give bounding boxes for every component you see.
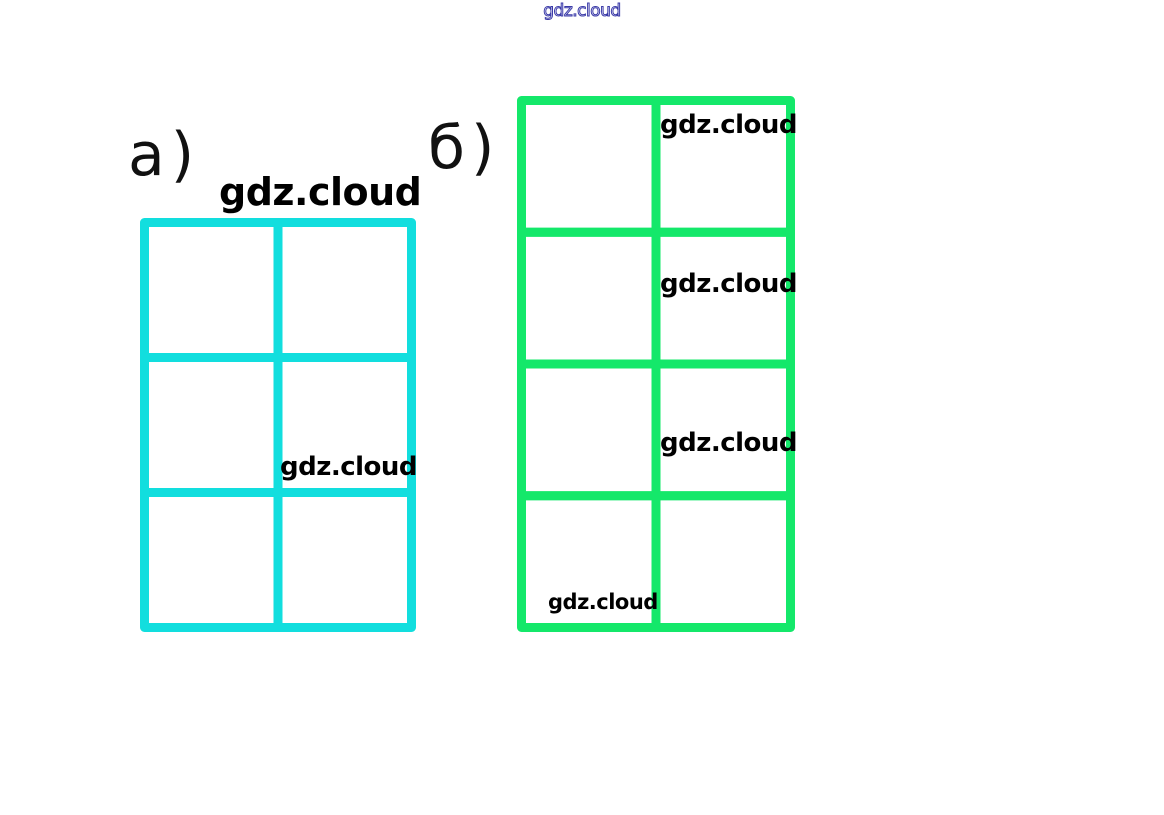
figure-a-cell-r3-c2 (273, 488, 416, 632)
figure-a-cell-r3-c1 (140, 488, 283, 632)
figure-b-cell-r1-c1 (517, 96, 661, 237)
watermark-b-1: gdz.cloud (660, 110, 798, 140)
watermark-b-4: gdz.cloud (548, 590, 658, 614)
watermark-b-2: gdz.cloud (660, 269, 798, 299)
figure-a-grid (140, 218, 416, 632)
figure-b-grid (517, 96, 795, 632)
watermark-b-3: gdz.cloud (660, 428, 798, 458)
figure-a-cell-r2-c1 (140, 353, 283, 497)
watermark-a-middle: gdz.cloud (280, 452, 418, 482)
figure-b-cell-r4-c2 (651, 491, 795, 632)
figure-b-cell-r3-c1 (517, 359, 661, 501)
figure-a-label: а) (128, 120, 201, 190)
figure-b-label: б) (428, 113, 501, 183)
watermark-a-top: gdz.cloud (219, 170, 422, 214)
figure-a-cell-r1-c1 (140, 218, 283, 362)
site-title[interactable]: gdz.cloud (543, 1, 622, 22)
figure-b-cell-r2-c1 (517, 227, 661, 369)
figure-a-cell-r1-c2 (273, 218, 416, 362)
